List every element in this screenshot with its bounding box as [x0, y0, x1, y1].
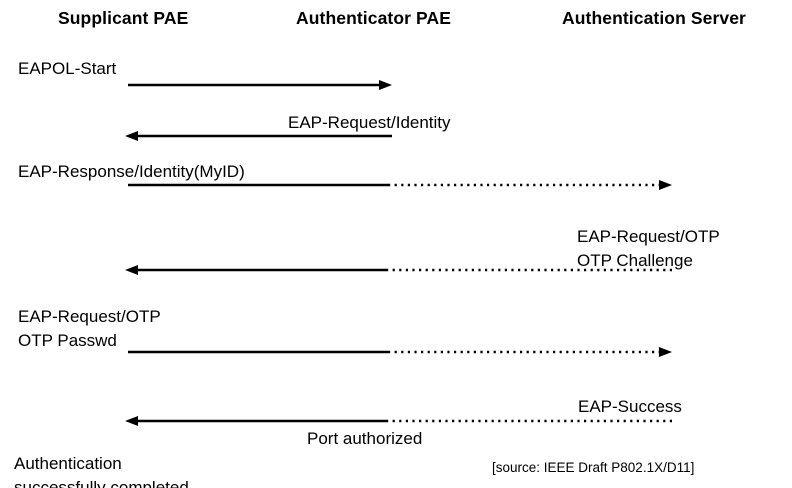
column-header-supplicant: Supplicant PAE: [58, 8, 189, 28]
arrow-eap-success: [125, 416, 672, 426]
arrow-eap-request-otp-passwd: [128, 347, 672, 357]
source-note: [source: IEEE Draft P802.1X/D11]: [492, 460, 695, 475]
arrow-eapol-start: [128, 80, 392, 90]
annotation-authentication-complete: Authentication successfully completed: [14, 454, 189, 488]
message-label-eap-success: EAP-Success: [578, 397, 682, 416]
column-header-authenticator: Authenticator PAE: [296, 8, 451, 28]
message-label-eap-response-identity: EAP-Response/Identity(MyID): [18, 162, 245, 181]
message-label-eap-request-otp-passwd: EAP-Request/OTP OTP Passwd: [18, 307, 161, 350]
message-label-eap-request-identity: EAP-Request/Identity: [288, 113, 451, 132]
message-label-eapol-start: EAPOL-Start: [18, 59, 117, 78]
column-header-authentication-server: Authentication Server: [562, 8, 746, 28]
message-label-eap-request-otp-challenge: EAP-Request/OTP OTP Challenge: [577, 227, 720, 270]
annotation-port-authorized: Port authorized: [307, 429, 423, 448]
